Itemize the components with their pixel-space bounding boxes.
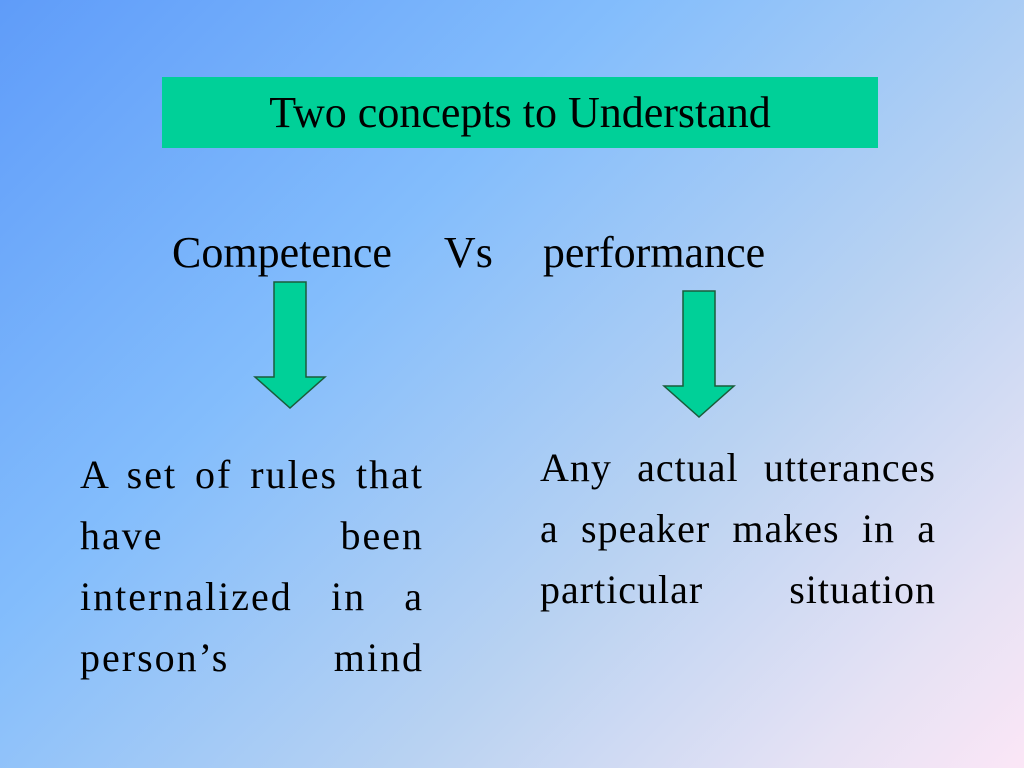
right-arrow-shape	[662, 290, 736, 419]
title-box: Two concepts to Understand	[162, 77, 878, 148]
down-arrow-icon	[253, 281, 327, 410]
slide-title: Two concepts to Understand	[269, 87, 771, 137]
left-arrow-shape	[253, 281, 327, 410]
performance-description: Any actual utterances a speaker makes in…	[540, 445, 936, 612]
concept-row: Competence Vs performance	[172, 230, 765, 276]
vs-label: Vs	[443, 228, 493, 277]
down-arrow-icon	[662, 290, 736, 419]
competence-label: Competence	[172, 228, 392, 277]
competence-description: A set of rules that have been internaliz…	[80, 452, 424, 680]
performance-label: performance	[542, 228, 766, 277]
